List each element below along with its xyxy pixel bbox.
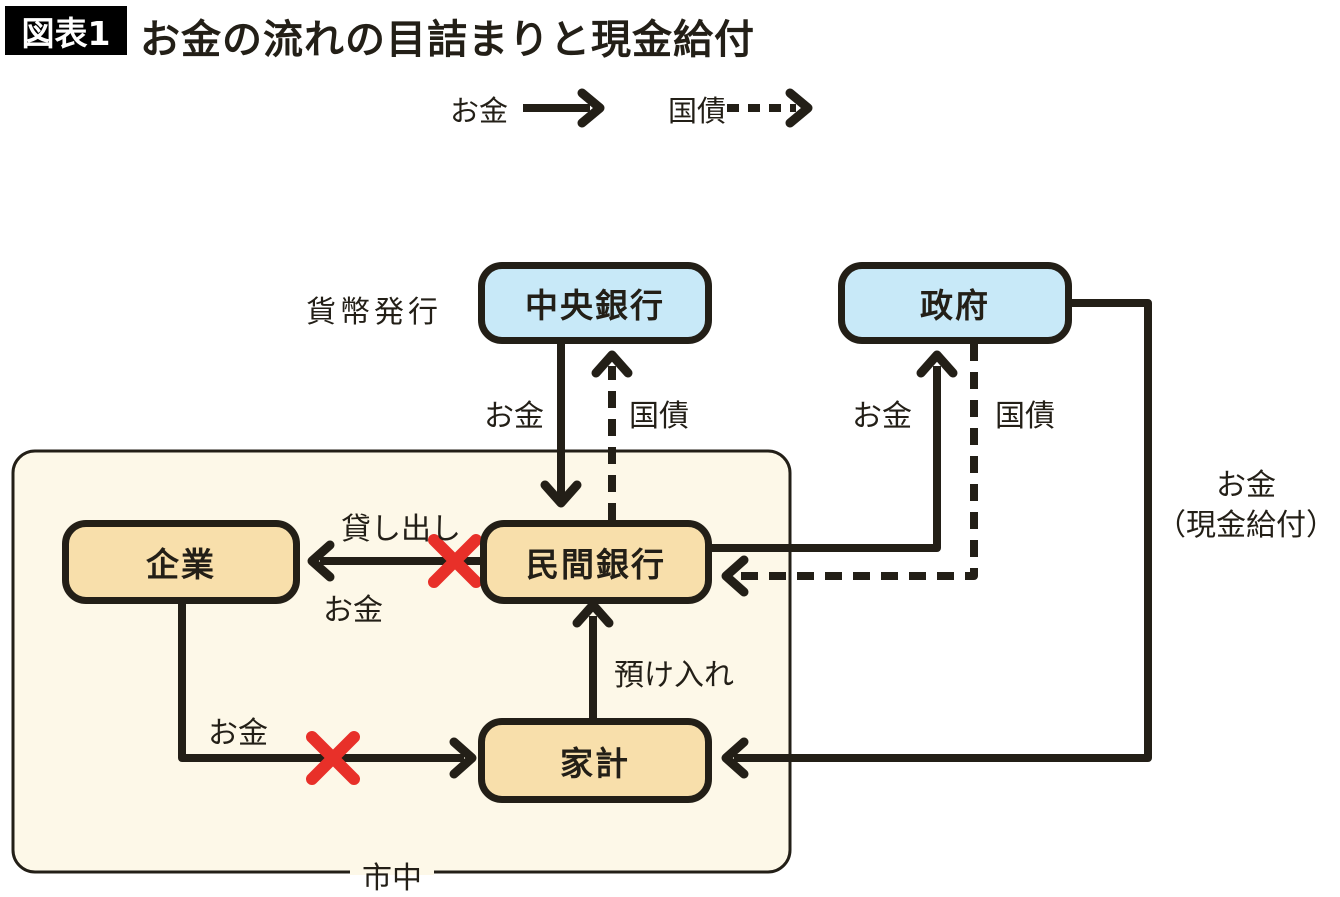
label-market: 市中 [350,853,434,897]
legend-bond-label: 国債 [668,94,727,128]
label-lending: 貸し出し [341,512,461,547]
blockage-cross-lending [428,534,482,588]
legend-bond-arrow [727,88,813,128]
node-company: 企業 [62,520,300,604]
blockage-cross-company-money [306,731,360,785]
node-government: 政府 [838,262,1072,344]
label-cash-benefit: お金 （現金給付） [1150,466,1340,546]
label-money-centralbank: お金 [484,399,544,434]
label-money-government: お金 [852,399,912,434]
legend-money-arrow [523,88,605,128]
node-private-bank: 民間銀行 [480,520,712,604]
arrow-bond-privatebank-to-centralbank [591,350,633,520]
arrow-bond-government-to-privatebank [721,344,978,597]
label-money-company: お金 [208,716,268,751]
arrow-money-centralbank-to-privatebank [540,344,582,508]
figure-tag: 図表1 [5,6,127,55]
label-currency-issuance: 貨幣発行 [306,295,442,330]
label-bond-government: 国債 [995,399,1055,434]
label-cash-benefit-line2: （現金給付） [1156,508,1336,543]
label-lending-money: お金 [323,593,383,628]
node-household: 家計 [478,718,712,803]
label-bond-centralbank: 国債 [629,399,689,434]
legend-money-label: お金 [450,94,509,128]
label-deposit: 預け入れ [614,658,734,693]
label-cash-benefit-line1: お金 [1216,468,1276,503]
arrow-money-company-to-household [178,603,477,779]
arrow-deposit-household-to-privatebank [572,600,614,718]
node-central-bank: 中央銀行 [478,262,712,344]
arrow-money-privatebank-to-government [712,350,958,552]
figure-title: お金の流れの目詰まりと現金給付 [140,17,755,63]
arrow-cash-government-to-household [721,299,1152,779]
